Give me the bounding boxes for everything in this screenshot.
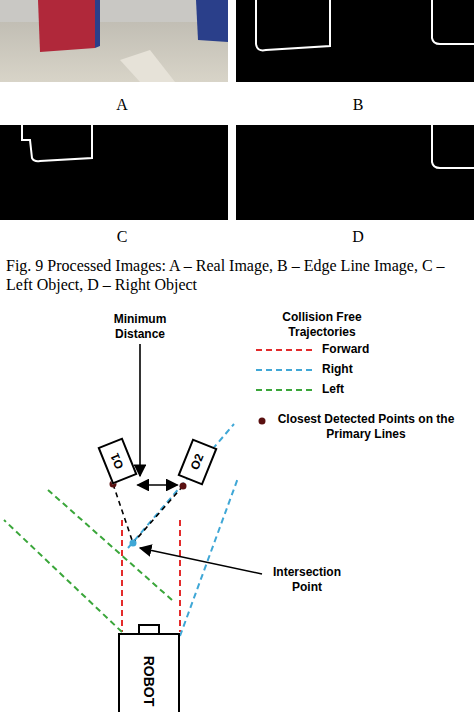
edge-image — [236, 0, 474, 82]
pointer-arrow — [139, 344, 141, 476]
legend-sample — [256, 369, 312, 371]
intersection-lines — [113, 484, 183, 543]
legend-text: Forward — [322, 342, 442, 357]
node-text: O1 — [108, 451, 127, 471]
legend-sample — [256, 349, 312, 351]
legend-heading: Collision Free Trajectories — [262, 310, 382, 340]
legend-sample — [259, 418, 266, 425]
left-object-image — [0, 125, 228, 220]
annotation: Minimum Distance — [95, 312, 185, 342]
panel-letter: D — [348, 228, 368, 246]
real-image — [0, 0, 228, 82]
right-object-image — [236, 125, 474, 220]
node-text: O2 — [188, 452, 207, 472]
obstacle-box: O2 — [177, 438, 217, 485]
annotation: Intersection Point — [262, 565, 352, 595]
intersection-dot — [130, 540, 137, 547]
legend-sample — [256, 389, 312, 391]
legend-text: Right — [322, 362, 442, 377]
distance-arrow — [138, 484, 178, 486]
trajectory-lines — [4, 424, 238, 636]
robot-body: ROBOT — [118, 633, 180, 712]
panel-letter: B — [348, 96, 368, 114]
node-text: ROBOT — [141, 655, 157, 706]
legend-text: Closest Detected Points on the Primary L… — [276, 412, 456, 442]
panel-letter: C — [112, 228, 132, 246]
legend-text: Left — [322, 382, 442, 397]
pointer-arrow — [140, 548, 262, 574]
obstacle-box: O1 — [97, 437, 137, 484]
figure-caption: Fig. 9 Processed Images: A – Real Image,… — [6, 256, 468, 294]
closest-point — [180, 483, 187, 490]
panel-letter: A — [112, 96, 132, 114]
